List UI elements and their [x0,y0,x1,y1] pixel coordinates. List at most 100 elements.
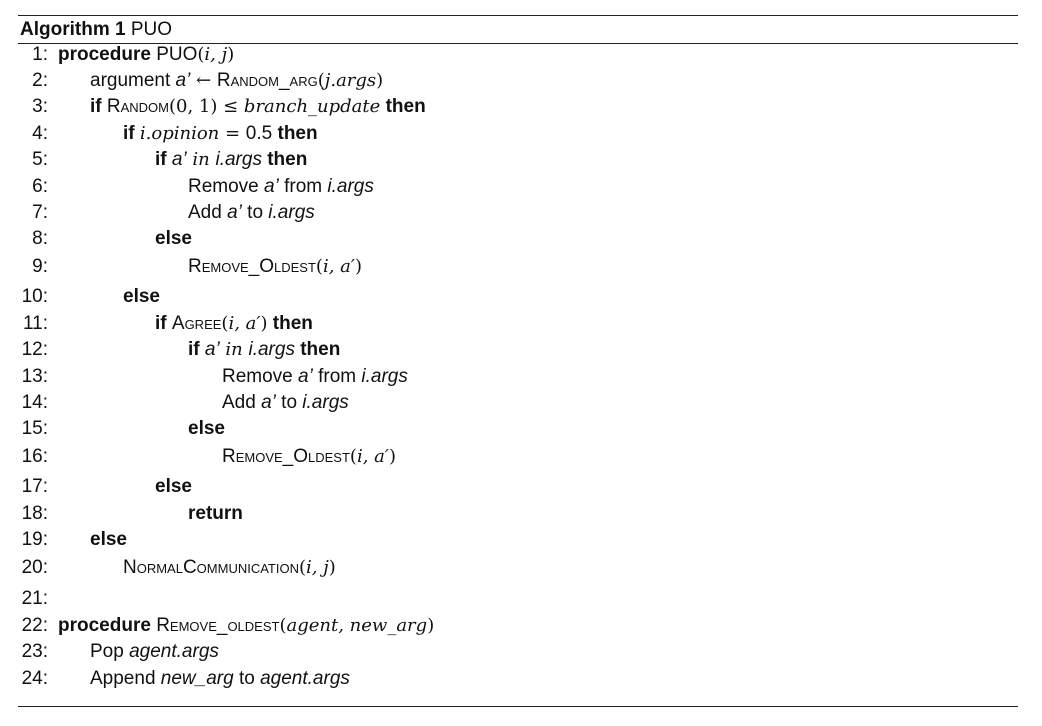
code-token: a’ [175,70,191,91]
line-number: 19: [21,529,48,550]
keyword: if [188,339,200,360]
code-token: a’ [204,339,220,360]
line-code: procedure PUO(i, j) [58,43,234,67]
line-code: argument a’ ← Random_arg(j.args) [90,69,383,93]
line-number: 14: [21,392,48,413]
code-token: Remove [188,176,265,197]
code-token: in [219,339,249,360]
line-number: 7: [32,202,48,223]
code-token: ) [388,446,397,467]
top-rule [18,15,1018,16]
code-token: a’ [227,202,242,223]
code-token: j.args [324,70,377,91]
code-token: ( [197,44,205,65]
line-code: else [123,285,160,309]
function-name: Remove_Oldest [188,256,316,277]
code-token: Add [188,202,228,223]
code-token: a’ [171,149,187,170]
code-token: ) [354,256,363,277]
line-code: NormalCommunication(i, j) [123,556,336,580]
line-code: Remove a’ from i.args [188,175,374,199]
line-number: 22: [21,615,48,636]
line-number: 4: [32,123,48,144]
keyword: if [123,123,135,144]
line-code: if a’ in i.args then [188,338,340,362]
line-code: else [155,227,192,251]
code-token: argument [90,70,176,91]
line-code: return [188,502,243,526]
line-number: 8: [32,228,48,249]
function-name: Random_arg [216,70,318,91]
line-code: else [188,417,225,441]
code-token: ( [315,256,323,277]
line-number: 13: [21,366,48,387]
code-token: ( [298,557,307,578]
function-name: Remove_oldest [156,615,280,636]
code-token: i, a′ [356,446,389,467]
line-code: else [155,475,192,499]
code-token: Append [90,668,161,689]
keyword: return [188,503,243,524]
code-token: i, j [204,44,228,65]
line-number: 2: [32,70,48,91]
function-name: NormalCommunication [123,557,299,578]
line-code: Append new_arg to agent.args [90,667,350,691]
line-number: 9: [32,256,48,277]
code-token: branch_update [243,96,381,117]
code-token: i.args [215,149,262,170]
code-token: ) [427,615,435,636]
code-token: to [275,392,303,413]
code-token: i, a′ [322,256,355,277]
code-token: i.args [302,392,349,413]
code-token: to [233,668,261,689]
line-number: 6: [32,176,48,197]
code-token: = [219,123,246,144]
code-token: i.opinion [139,123,220,144]
line-number: 12: [21,339,48,360]
code-token: ) [260,313,268,334]
code-token: ( [317,70,325,91]
code-token: ( [221,313,229,334]
line-number: 1: [32,44,48,65]
code-token: i, j [306,557,329,578]
line-number: 24: [21,668,48,689]
code-token: a’ [261,392,276,413]
algorithm-label: Algorithm 1 [20,19,126,40]
code-token: i.args [361,366,408,387]
keyword: if [90,96,102,117]
code-token: Pop [90,641,130,662]
line-number: 5: [32,149,48,170]
keyword: else [123,286,160,307]
code-token: PUO [150,44,198,65]
keyword: procedure [58,615,151,636]
algorithm-header: Algorithm 1 PUO [18,16,1018,43]
code-token: from [278,176,328,197]
line-code: if a’ in i.args then [155,148,307,172]
code-token: i.args [248,339,295,360]
code-token: Add [222,392,262,413]
line-number: 3: [32,96,48,117]
code-token: Remove [222,366,299,387]
line-code: Add a’ to i.args [222,391,349,415]
algorithm-block: Algorithm 1 PUO 1:procedure PUO(i, j)2:a… [18,15,1018,689]
line-code: Remove_Oldest(i, a′) [188,255,362,279]
code-token: ← [190,70,217,91]
line-code: Add a’ to i.args [188,201,315,225]
keyword: then [300,339,341,360]
algorithm-name: PUO [130,19,173,40]
keyword: then [272,313,313,334]
code-token: agent.args [129,641,219,662]
code-token: new_arg [160,668,234,689]
code-token: ) [328,557,336,578]
function-name: Random [106,96,169,117]
code-token: from [312,366,362,387]
keyword: then [267,149,308,170]
line-number: 20: [21,557,48,578]
line-number: 10: [21,286,48,307]
line-code: if Random(0, 1) ≤ branch_update then [90,95,426,119]
keyword: then [277,123,318,144]
code-token: agent, new_arg [286,615,428,636]
keyword: else [155,228,192,249]
code-token: i.args [268,202,315,223]
bottom-rule [18,706,1018,707]
